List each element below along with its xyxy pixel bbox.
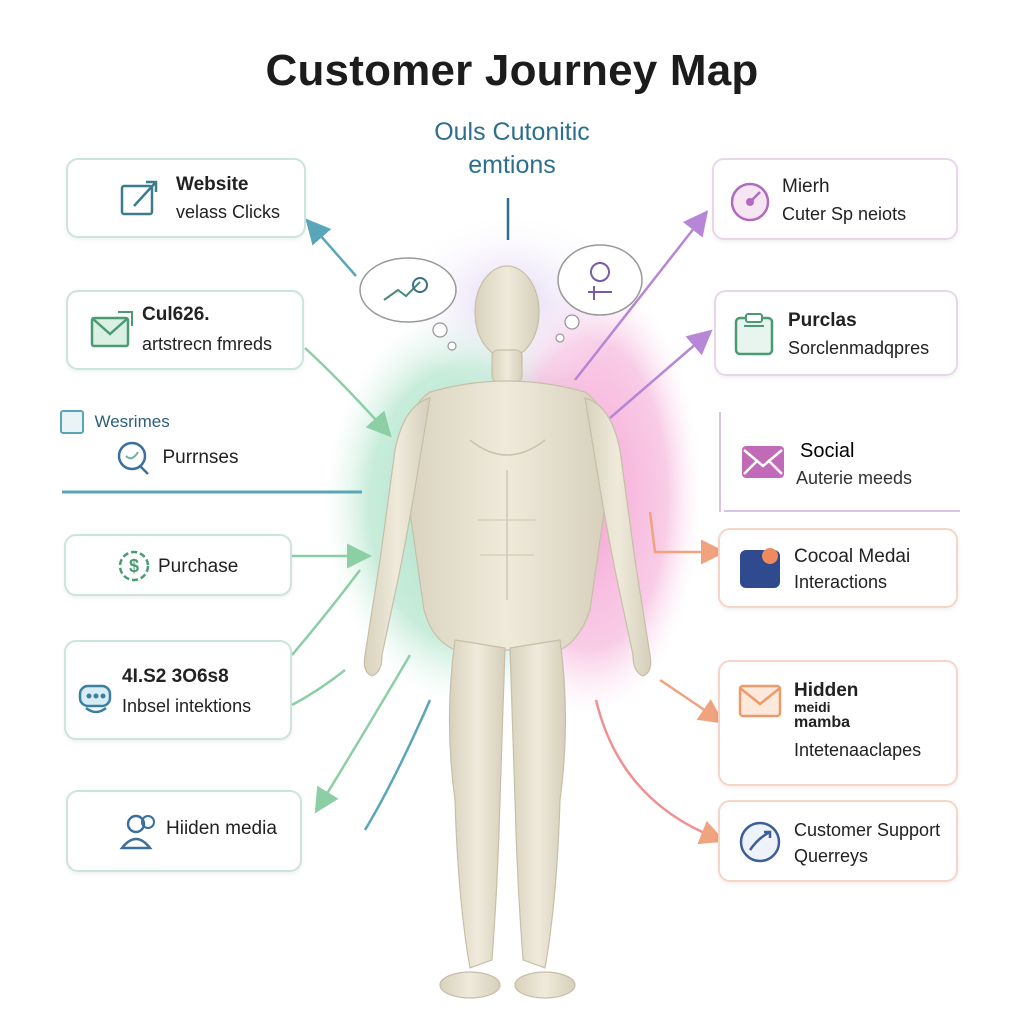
card-hidden-media: Hiiden media xyxy=(66,790,302,872)
app-icon xyxy=(740,548,780,588)
card-subtitle: Inbsel intektions xyxy=(122,696,252,716)
card-social: Social Auterie meeds xyxy=(724,412,960,512)
card-subtitle: Intetenaaclapes xyxy=(794,740,922,760)
card-hidden: Hidden meidi mamba Intetenaaclapes xyxy=(718,660,958,786)
dollar-icon: $ xyxy=(118,550,150,582)
card-title: Purclas xyxy=(788,310,857,331)
envelope-orange-icon xyxy=(738,684,782,718)
left-panel-label: Wesrimes xyxy=(94,412,170,431)
left-panel-label-row: Wesrimes xyxy=(60,410,170,434)
card-mierh: Mierh Cuter Sp neiots xyxy=(712,158,958,240)
subtitle-line-2: emtions xyxy=(468,151,556,179)
gauge-icon xyxy=(730,182,770,222)
page-title: Customer Journey Map xyxy=(265,46,759,95)
clipboard-icon xyxy=(734,313,774,356)
subtitle-line-1: Ouls Cutonitic xyxy=(434,118,590,146)
left-panel-item: Purrnses xyxy=(162,447,239,468)
card-title: Purchase xyxy=(158,556,239,577)
chat-icon xyxy=(78,684,112,714)
card-subtitle: Auterie meeds xyxy=(796,468,913,488)
card-title: Social xyxy=(800,440,855,462)
card-subtitle: Sorclenmadqpres xyxy=(788,338,930,358)
mail-icon xyxy=(742,446,784,478)
card-subtitle: Cuter Sp neiots xyxy=(782,204,907,224)
card-subtitle: velass Clicks xyxy=(176,202,281,222)
card-title: Mierh xyxy=(782,176,830,197)
card-cocoal-media: Cocoal Medai Interactions xyxy=(718,528,958,608)
card-title: Cocoal Medai xyxy=(794,546,911,567)
checkbox-icon xyxy=(60,410,84,434)
left-panel-item-row: Purrnses xyxy=(116,440,238,476)
arrow-support xyxy=(594,699,726,845)
arrow-cocoal xyxy=(648,511,726,565)
arrow-cul626 xyxy=(304,347,392,438)
arrow-mierh xyxy=(574,210,709,381)
card-title: 4I.S2 3O6s8 xyxy=(122,666,229,687)
card-title: Hiiden media xyxy=(166,818,277,839)
arrow-inbsel-2 xyxy=(291,669,346,707)
card-title: Hidden xyxy=(794,680,859,701)
card-title: Customer Support xyxy=(794,820,941,840)
card-title: Cul626. xyxy=(142,304,210,325)
support-icon xyxy=(739,821,781,863)
search-chat-icon xyxy=(117,441,149,475)
card-purclas: Purclas Sorclenmadqpres xyxy=(714,290,958,376)
svg-text:$: $ xyxy=(129,556,139,576)
thought-bubble-left xyxy=(359,257,457,351)
subtitle: Ouls Cutonitic emtions xyxy=(362,116,662,182)
arrow-hidden xyxy=(659,678,725,724)
arrow-hidden-media-2 xyxy=(363,699,432,831)
arrow-hidden-media xyxy=(314,654,412,814)
arrow-inbsel xyxy=(291,569,361,656)
card-subtitle: Interactions xyxy=(794,572,888,592)
card-cul626: Cul626. artstrecn fmreds xyxy=(66,290,304,370)
users-icon xyxy=(119,814,155,850)
arrow-purclas xyxy=(609,329,713,419)
thought-bubble-right xyxy=(555,244,643,343)
cursor-icon xyxy=(120,180,158,216)
human-figure xyxy=(363,265,652,999)
card-website: Website velass Clicks xyxy=(66,158,306,238)
card-title-line-3: mamba xyxy=(794,714,851,731)
envelope-icon xyxy=(90,311,133,348)
card-purchase: $ Purchase xyxy=(64,534,292,596)
card-subtitle: Querreys xyxy=(794,846,869,866)
card-title: Website xyxy=(176,174,249,195)
arrow-website xyxy=(305,218,357,277)
card-customer-support: Customer Support Querreys xyxy=(718,800,958,882)
card-subtitle: artstrecn fmreds xyxy=(142,334,273,354)
card-title-line-2: meidi xyxy=(794,699,831,715)
card-inbsel: 4I.S2 3O6s8 Inbsel intektions xyxy=(64,640,292,740)
